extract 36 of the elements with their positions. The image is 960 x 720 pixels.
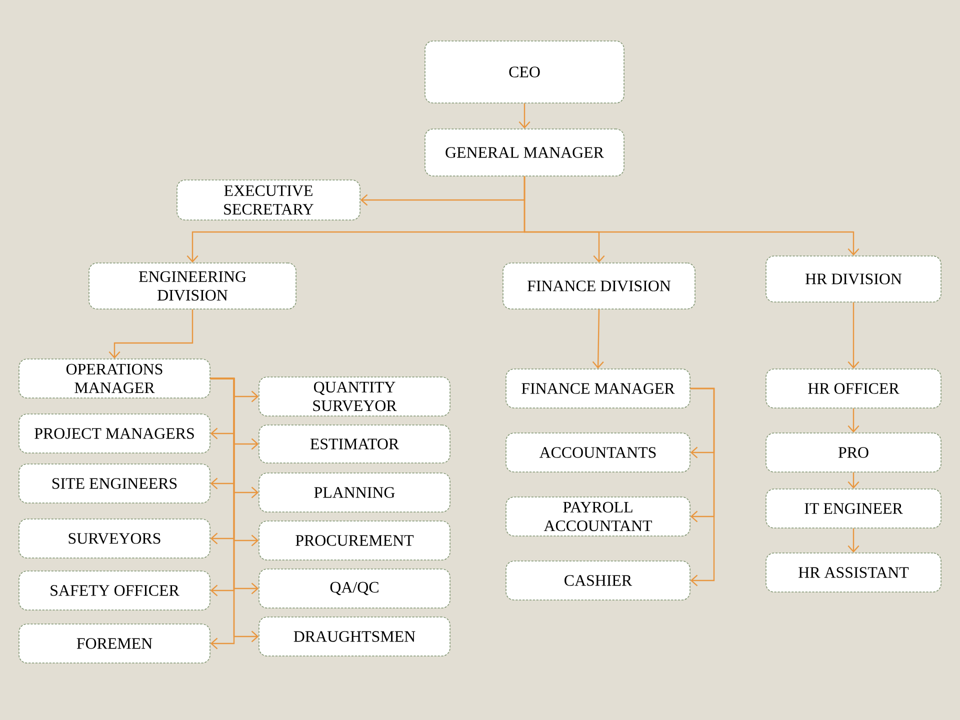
role-box: HR DIVISION <box>766 256 942 302</box>
role-box: DRAUGHTSMEN <box>258 616 450 656</box>
arrow <box>848 408 860 433</box>
role-box: HR OFFICER <box>766 368 942 408</box>
arrow <box>524 176 860 256</box>
role-box: CEO <box>424 40 624 104</box>
role-box: EXECUTIVE SECRETARY <box>176 180 360 220</box>
role-box: FOREMEN <box>18 624 210 664</box>
role-box: QUANTITY SURVEYOR <box>258 376 450 416</box>
role-box: SAFETY OFFICER <box>18 570 210 610</box>
arrow <box>592 309 604 369</box>
role-box: ACCOUNTANTS <box>506 432 690 472</box>
role-box: ENGINEERING DIVISION <box>88 262 296 310</box>
arrow <box>518 103 530 129</box>
role-box: GENERAL MANAGER <box>424 128 624 176</box>
role-box: PAYROLL ACCOUNTANT <box>506 496 690 536</box>
role-box: FINANCE DIVISION <box>502 262 696 310</box>
role-box: SITE ENGINEERS <box>18 464 210 504</box>
arrow <box>848 302 860 369</box>
role-box: PROJECT MANAGERS <box>18 414 210 454</box>
role-box: SURVEYORS <box>18 518 210 558</box>
role-box: IT ENGINEER <box>766 488 942 528</box>
role-box: OPERATIONS MANAGER <box>18 358 210 398</box>
arrow <box>108 309 194 359</box>
role-box: FINANCE MANAGER <box>506 368 690 408</box>
role-box: ESTIMATOR <box>258 424 450 464</box>
arrow <box>210 378 259 642</box>
role-box: PLANNING <box>258 472 450 512</box>
role-box: PROCUREMENT <box>258 520 450 560</box>
role-box: PRO <box>766 432 942 472</box>
role-box: HR ASSISTANT <box>766 552 942 592</box>
role-box: CASHIER <box>506 560 690 600</box>
arrow <box>690 388 715 586</box>
arrow <box>848 472 860 489</box>
role-box: QA/QC <box>258 568 450 608</box>
arrow <box>848 528 860 553</box>
